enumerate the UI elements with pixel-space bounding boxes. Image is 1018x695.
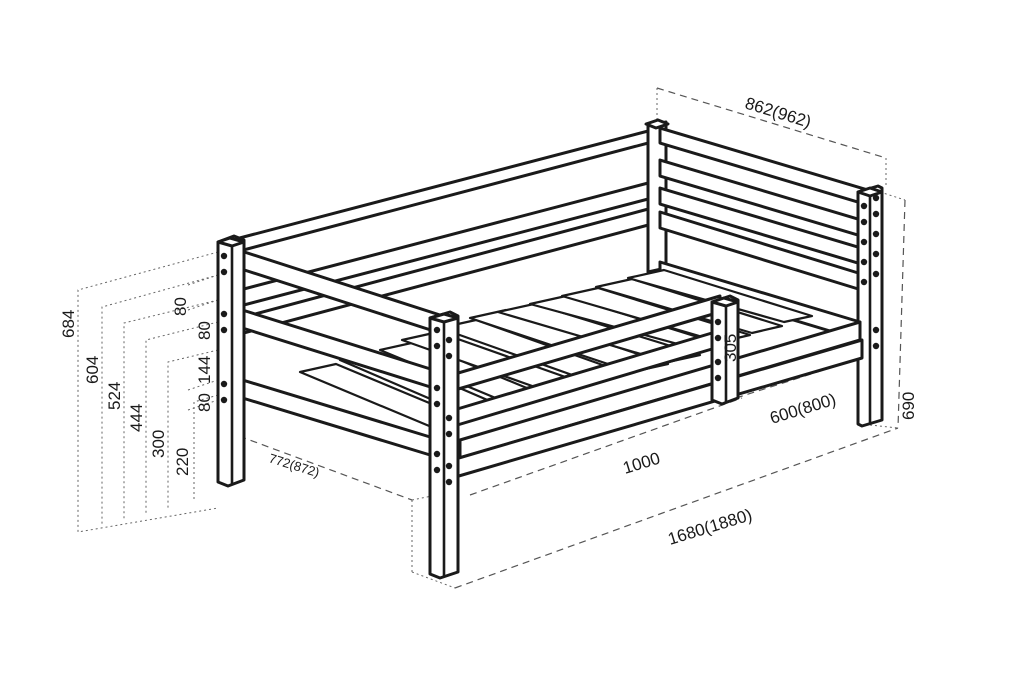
dimension-lines: [77, 87, 906, 589]
label-h-220: 220: [173, 448, 192, 476]
label-gap-144: 144: [195, 356, 214, 384]
headboard: [658, 126, 884, 428]
label-h-444: 444: [127, 404, 146, 432]
bolts: [220, 194, 880, 486]
label-rail-length: 1000: [621, 449, 663, 478]
label-front-depth: 772(872): [267, 451, 321, 481]
label-gap-80-top: 80: [171, 297, 190, 316]
label-guard-height: 305: [721, 334, 740, 362]
label-h-604: 604: [83, 356, 102, 384]
front-post: [428, 310, 460, 580]
label-gap-80-mid: 80: [195, 321, 214, 340]
label-side-depth: 600(800): [768, 390, 839, 428]
label-h-300: 300: [149, 430, 168, 458]
label-top-width: 862(962): [743, 94, 814, 132]
left-post: [216, 234, 246, 488]
label-head-height: 690: [899, 392, 918, 420]
label-total-length: 1680(1880): [666, 505, 755, 549]
label-h-684: 684: [59, 310, 78, 338]
label-gap-80-low: 80: [195, 393, 214, 412]
label-h-524: 524: [105, 382, 124, 410]
